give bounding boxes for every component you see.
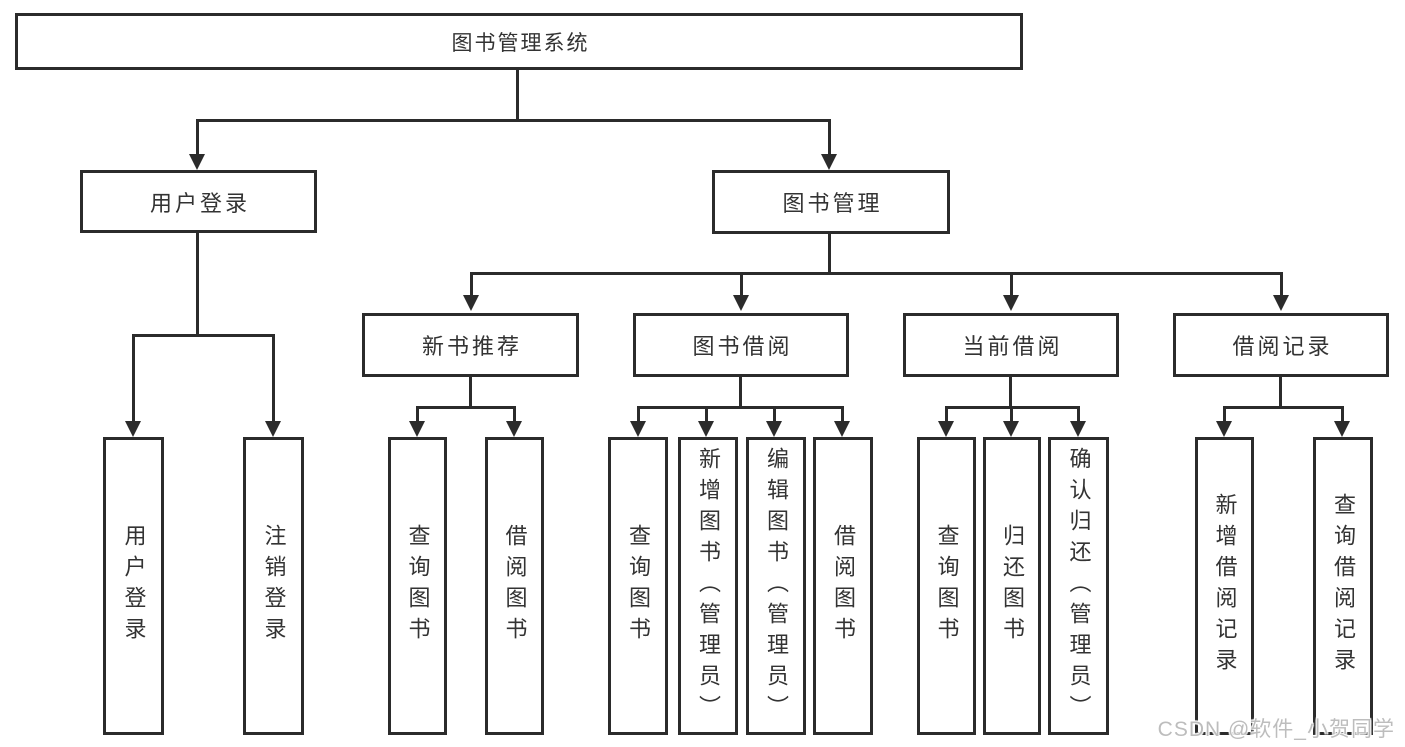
connector-line (196, 233, 199, 337)
node-book-management: 图书管理 (712, 170, 950, 234)
connector-line (1341, 406, 1344, 423)
connector-line (416, 406, 516, 409)
arrowhead-down-icon (1003, 421, 1019, 437)
leaf-logout-login: 注销登录 (243, 437, 304, 735)
arrowhead-down-icon (821, 154, 837, 170)
connector-line (637, 406, 844, 409)
connector-line (516, 70, 519, 121)
node-book-management-system: 图书管理系统 (15, 13, 1023, 70)
leaf-edit-books-admin: 编辑图书（管理员） (746, 437, 806, 735)
arrowhead-down-icon (834, 421, 850, 437)
arrowhead-down-icon (630, 421, 646, 437)
connector-line (132, 334, 275, 337)
connector-line (196, 119, 831, 122)
connector-line (1077, 406, 1080, 423)
leaf-query-books-newrec: 查询图书 (388, 437, 447, 735)
connector-line (1223, 406, 1226, 423)
leaf-user-login: 用户登录 (103, 437, 164, 735)
connector-line (841, 406, 844, 423)
connector-line (828, 119, 831, 156)
connector-line (132, 334, 135, 423)
arrowhead-down-icon (698, 421, 714, 437)
leaf-borrow-books-newrec: 借阅图书 (485, 437, 544, 735)
connector-line (739, 377, 742, 408)
connector-line (469, 377, 472, 408)
arrowhead-down-icon (265, 421, 281, 437)
connector-line (416, 406, 419, 423)
watermark-text: CSDN @软件_小贺同学 (1157, 718, 1395, 741)
arrowhead-down-icon (733, 295, 749, 311)
leaf-confirm-return-admin: 确认归还（管理员） (1048, 437, 1109, 735)
connector-line (637, 406, 640, 423)
node-new-book-recommend: 新书推荐 (362, 313, 579, 377)
connector-line (1280, 272, 1283, 297)
connector-line (828, 234, 831, 275)
leaf-query-books-current: 查询图书 (917, 437, 976, 735)
leaf-add-books-admin: 新增图书（管理员） (678, 437, 738, 735)
node-user-login: 用户登录 (80, 170, 317, 233)
connector-line (470, 272, 1283, 275)
connector-line (773, 406, 776, 423)
leaf-add-borrow-record: 新增借阅记录 (1195, 437, 1254, 735)
leaf-query-borrow-record: 查询借阅记录 (1313, 437, 1373, 735)
arrowhead-down-icon (463, 295, 479, 311)
arrowhead-down-icon (125, 421, 141, 437)
connector-line (196, 119, 199, 156)
leaf-return-books: 归还图书 (983, 437, 1041, 735)
connector-line (470, 272, 473, 297)
node-borrow-records: 借阅记录 (1173, 313, 1389, 377)
arrowhead-down-icon (1216, 421, 1232, 437)
arrowhead-down-icon (189, 154, 205, 170)
arrowhead-down-icon (1273, 295, 1289, 311)
connector-line (1010, 272, 1013, 297)
connector-line (272, 334, 275, 423)
node-book-borrow: 图书借阅 (633, 313, 849, 377)
connector-line (1009, 377, 1012, 408)
arrowhead-down-icon (506, 421, 522, 437)
arrowhead-down-icon (409, 421, 425, 437)
connector-line (705, 406, 708, 423)
connector-line (513, 406, 516, 423)
connector-line (740, 272, 743, 297)
arrowhead-down-icon (766, 421, 782, 437)
connector-line (1223, 406, 1343, 409)
leaf-borrow-books: 借阅图书 (813, 437, 873, 735)
arrowhead-down-icon (1003, 295, 1019, 311)
arrowhead-down-icon (1070, 421, 1086, 437)
node-current-borrow: 当前借阅 (903, 313, 1119, 377)
leaf-query-books-borrow: 查询图书 (608, 437, 668, 735)
connector-line (1279, 377, 1282, 408)
connector-line (945, 406, 948, 423)
arrowhead-down-icon (938, 421, 954, 437)
connector-line (1010, 406, 1013, 423)
arrowhead-down-icon (1334, 421, 1350, 437)
